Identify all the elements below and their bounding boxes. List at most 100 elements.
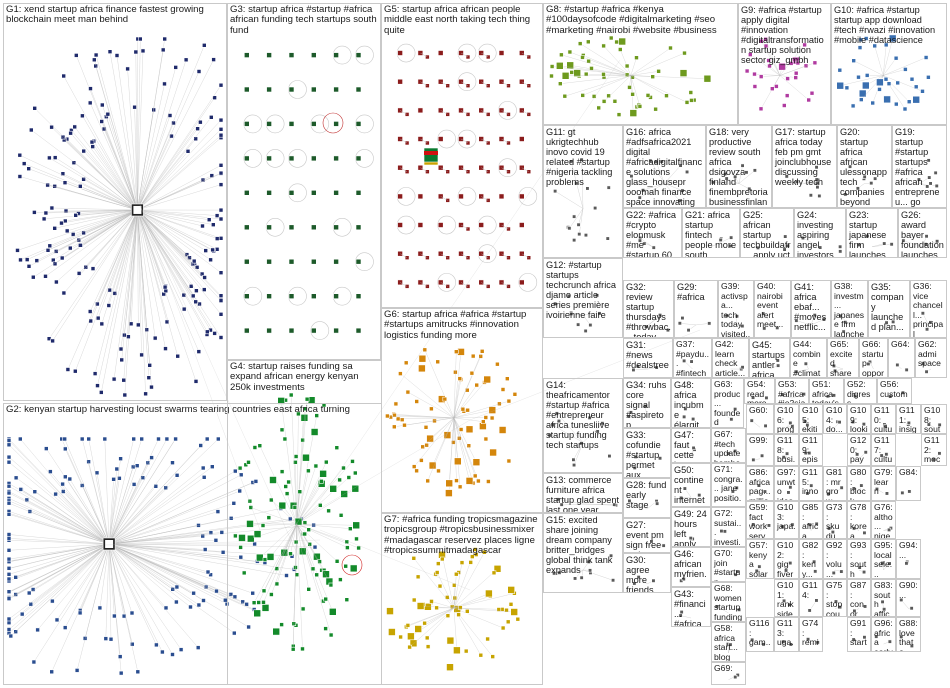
graph-edge xyxy=(8,543,110,620)
group-label: G63: produc... founded 2017... xyxy=(714,379,741,428)
graph-node xyxy=(785,76,790,81)
graph-node xyxy=(323,459,329,465)
graph-node xyxy=(164,436,170,442)
graph-node xyxy=(193,299,198,305)
graph-edge xyxy=(99,543,110,608)
graph-node xyxy=(778,62,786,71)
graph-node xyxy=(664,93,669,98)
graph-edge xyxy=(414,417,455,467)
group-label: G79: learn xyxy=(874,467,893,497)
graph-node xyxy=(506,398,512,404)
graph-edge xyxy=(8,543,110,630)
graph-node xyxy=(6,627,12,632)
group-label: G65: excited share startup... xyxy=(830,339,853,378)
graph-node xyxy=(924,327,930,332)
self-loop xyxy=(396,187,416,206)
graph-node xyxy=(606,93,611,99)
graph-edge xyxy=(761,75,780,77)
graph-node xyxy=(385,413,390,419)
graph-edge xyxy=(137,209,146,394)
graph-node xyxy=(214,236,220,241)
group-panel-g37: G37: #paydu... #fintech ambition... deve… xyxy=(673,338,712,378)
group-panel-g22: G22: #africa #crypto elonmusk #me #start… xyxy=(623,208,682,258)
graph-node xyxy=(718,237,723,242)
graph-edge xyxy=(750,54,781,76)
graph-node xyxy=(900,390,906,395)
group-label: G103: japa... firm... xyxy=(777,502,796,539)
graph-edge xyxy=(108,470,236,545)
graph-node xyxy=(149,455,154,460)
graph-node xyxy=(608,553,614,558)
graph-node xyxy=(312,544,318,550)
graph-node xyxy=(313,552,321,561)
group-panel-g34: G34: ruhs core signal #aspiretop... xyxy=(623,378,671,428)
graph-edge xyxy=(123,209,138,381)
graph-edge xyxy=(137,137,222,211)
graph-node xyxy=(655,501,660,506)
graph-edge xyxy=(63,209,138,294)
group-panel-g70: G70: join #startup #entre... xyxy=(711,547,746,582)
graph-node xyxy=(886,527,892,532)
graph-node xyxy=(451,440,456,445)
graph-node xyxy=(218,170,224,176)
group-label: G113: uga... ente... xyxy=(777,618,794,652)
graph-node xyxy=(761,311,766,316)
graph-node xyxy=(407,644,412,650)
group-label: G114: xyxy=(802,580,818,600)
graph-edge xyxy=(137,135,222,211)
group-label: G11: gt ukrigtechhub inovo covid 19 rela… xyxy=(546,127,613,187)
graph-node xyxy=(591,94,597,99)
graph-node xyxy=(6,571,12,577)
graph-node xyxy=(729,417,734,422)
graph-node xyxy=(198,443,203,448)
graph-node xyxy=(211,222,216,227)
graph-edge xyxy=(52,543,110,602)
graph-node xyxy=(553,301,558,306)
graph-node xyxy=(880,599,885,604)
graph-node xyxy=(244,52,250,58)
graph-edge xyxy=(109,481,256,545)
graph-node xyxy=(750,637,755,642)
graph-node xyxy=(752,84,758,89)
graph-node xyxy=(460,406,466,412)
graph-node xyxy=(756,483,761,488)
group-label: G97: unwto idea exec... xyxy=(777,467,796,501)
graph-node xyxy=(261,599,266,605)
graph-node xyxy=(174,599,179,605)
graph-node xyxy=(734,485,739,490)
graph-node xyxy=(782,247,787,252)
graph-edge xyxy=(453,574,457,609)
graph-edge xyxy=(137,209,218,250)
graph-edge xyxy=(271,523,298,595)
graph-edge xyxy=(137,83,165,211)
graph-node xyxy=(470,353,476,359)
group-panel-g26: G26: award bayer foundation launches wom… xyxy=(898,208,947,258)
group-label: G81: mr grow... xyxy=(826,467,843,501)
graph-node xyxy=(812,559,817,564)
graph-edge xyxy=(97,209,138,319)
graph-edge xyxy=(37,543,110,631)
graph-node xyxy=(788,420,793,426)
graph-edge xyxy=(8,485,110,545)
group-panel-g54: G54: read more... xyxy=(744,378,775,404)
group-label: G105: ekiti mob... xyxy=(802,405,819,434)
graph-edge xyxy=(108,438,219,545)
graph-node xyxy=(338,512,344,518)
graph-node xyxy=(253,609,261,618)
graph-node xyxy=(442,396,448,402)
graph-node xyxy=(78,184,83,189)
group-label: G12: #startup startups techcrunch africa… xyxy=(546,260,616,320)
graph-node xyxy=(904,367,909,372)
graph-node xyxy=(858,37,864,43)
group-panel-g92: G92: volu... pers... xyxy=(823,539,847,579)
graph-node xyxy=(866,361,871,367)
graph-node xyxy=(445,613,451,619)
group-label: G54: read more... xyxy=(747,379,772,404)
graph-node xyxy=(587,415,592,420)
graph-node xyxy=(92,371,98,376)
graph-edge xyxy=(137,209,150,378)
graph-edge xyxy=(501,282,509,287)
graph-edge xyxy=(501,253,509,258)
graph-node xyxy=(719,528,724,534)
graph-node xyxy=(253,530,262,538)
